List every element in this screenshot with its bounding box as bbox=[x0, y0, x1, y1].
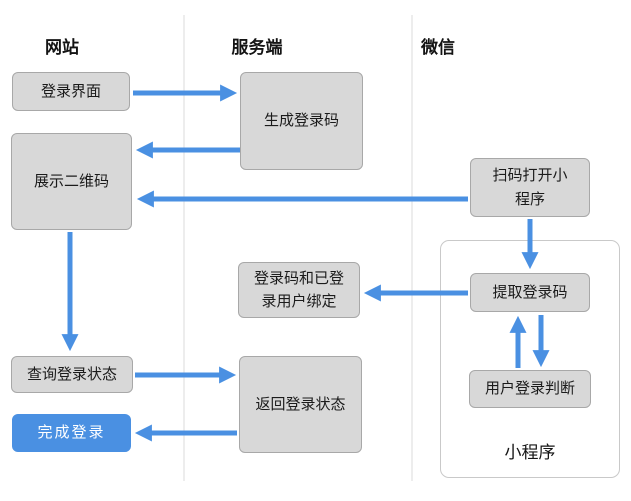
column-divider bbox=[411, 15, 413, 481]
node-query-login-status: 查询登录状态 bbox=[11, 356, 133, 393]
node-complete-login: 完成登录 bbox=[12, 414, 131, 452]
node-extract-login-code: 提取登录码 bbox=[470, 273, 590, 312]
column-header-server: 服务端 bbox=[231, 38, 283, 57]
column-header-wechat: 微信 bbox=[421, 38, 455, 57]
column-divider bbox=[183, 15, 185, 481]
node-login-ui: 登录界面 bbox=[12, 72, 130, 111]
column-header-website: 网站 bbox=[45, 38, 79, 57]
node-generate-login-code: 生成登录码 bbox=[240, 72, 363, 170]
node-show-qr-code: 展示二维码 bbox=[11, 133, 132, 230]
node-user-login-check: 用户登录判断 bbox=[469, 370, 591, 408]
miniprogram-group-label: 小程序 bbox=[504, 443, 556, 462]
node-bind-login-code-to-user: 登录码和已登 录用户绑定 bbox=[238, 262, 360, 318]
node-return-login-status: 返回登录状态 bbox=[239, 356, 362, 453]
node-scan-open-miniprogram: 扫码打开小 程序 bbox=[470, 158, 590, 217]
